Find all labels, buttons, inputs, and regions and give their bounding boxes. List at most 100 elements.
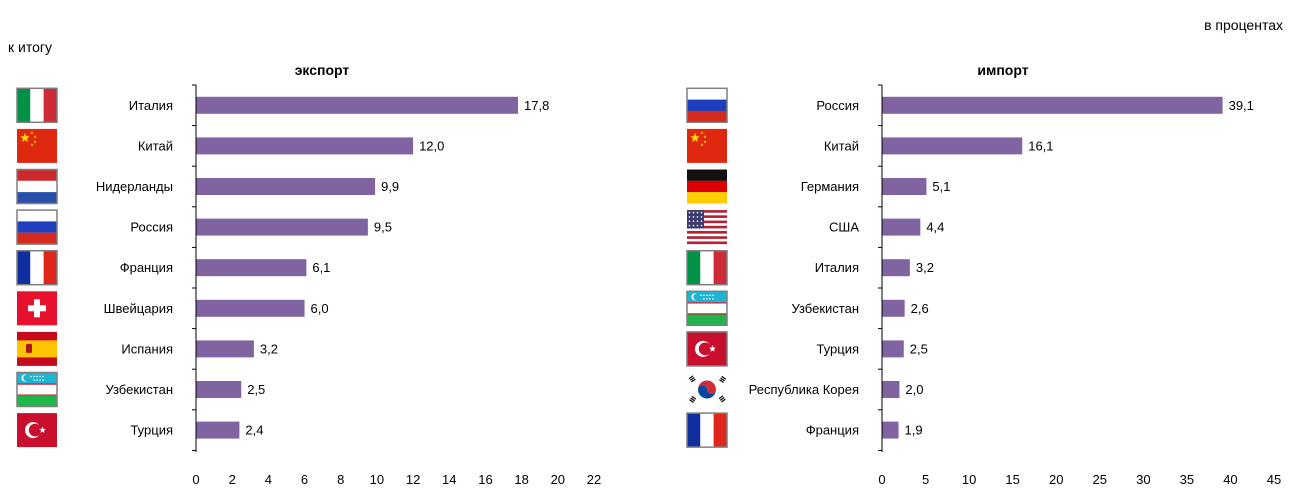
export-category-label: Китай (138, 138, 173, 153)
turkey-flag-icon (686, 331, 728, 367)
export-x-tick-label: 22 (587, 472, 601, 487)
turkey-flag-icon (17, 413, 57, 448)
import-value-label: 2,5 (910, 341, 928, 356)
import-value-label: 2,6 (911, 301, 929, 316)
export-bar (196, 137, 414, 155)
russia-flag-icon (686, 87, 728, 124)
netherlands-flag-icon (16, 168, 58, 205)
export-category-label: Нидерланды (96, 179, 173, 194)
import-category-label: Узбекистан (791, 301, 859, 316)
uzbekistan-flag-icon (16, 371, 58, 408)
export-value-label: 9,5 (374, 220, 392, 235)
import-category-label: Турция (816, 341, 859, 356)
import-x-tick-label: 20 (1049, 472, 1063, 487)
import-x-tick-label: 40 (1223, 472, 1237, 487)
export-bar (196, 299, 305, 317)
switzerland-flag-icon (17, 291, 57, 326)
import-value-label: 3,2 (916, 260, 934, 275)
export-category-label: Узбекистан (105, 382, 173, 397)
units-note: в процентах (1204, 17, 1283, 33)
import-category-label: Франция (806, 423, 859, 438)
export-x-tick-label: 8 (337, 472, 344, 487)
spain-flag-icon (17, 331, 57, 366)
china-flag-icon (17, 128, 57, 163)
import-bar (882, 137, 1023, 155)
export-bar (196, 259, 307, 277)
export-x-tick-label: 6 (301, 472, 308, 487)
export-x-tick-label: 16 (478, 472, 492, 487)
import-value-label: 2,0 (905, 382, 923, 397)
import-bar (882, 381, 900, 398)
import-x-tick-label: 45 (1267, 472, 1281, 487)
import-bar (882, 96, 1223, 114)
export-value-label: 2,4 (245, 423, 263, 438)
export-x-tick-label: 2 (229, 472, 236, 487)
export-value-label: 6,0 (311, 301, 329, 316)
export-bar (196, 340, 254, 358)
italy-flag-icon (686, 249, 728, 286)
export-category-label: Франция (120, 260, 173, 275)
import-x-tick-label: 5 (922, 472, 929, 487)
import-bar (882, 340, 904, 358)
france-flag-icon (686, 412, 728, 448)
export-bar (196, 421, 240, 439)
import-value-label: 16,1 (1028, 138, 1053, 153)
russia-flag-icon (16, 209, 58, 245)
share-note: к итогу (8, 39, 52, 55)
import-category-label: США (829, 220, 859, 235)
import-category-label: Россия (816, 98, 859, 113)
import-category-label: Китай (824, 138, 859, 153)
export-value-label: 17,8 (524, 98, 549, 113)
export-value-label: 3,2 (260, 341, 278, 356)
china-flag-icon (687, 128, 727, 163)
export-x-tick-label: 0 (192, 472, 199, 487)
uzbekistan-flag-icon (686, 290, 728, 327)
import-bar (882, 259, 910, 277)
export-value-label: 6,1 (312, 260, 330, 275)
export-category-label: Турция (130, 423, 173, 438)
export-category-label: Швейцария (104, 301, 173, 316)
export-x-tick-label: 10 (370, 472, 384, 487)
france-flag-icon (16, 249, 58, 286)
import-chart-title: импорт (977, 62, 1028, 78)
export-chart-title: экспорт (295, 62, 350, 78)
import-category-label: Республика Корея (749, 382, 859, 397)
import-x-tick-label: 25 (1093, 472, 1107, 487)
import-bar (882, 421, 899, 439)
export-x-tick-label: 14 (442, 472, 456, 487)
import-value-label: 1,9 (905, 423, 923, 438)
import-x-tick-label: 0 (878, 472, 885, 487)
export-value-label: 12,0 (419, 138, 444, 153)
export-bar (196, 218, 368, 236)
italy-flag-icon (16, 87, 58, 124)
export-value-label: 2,5 (247, 382, 265, 397)
export-bar (196, 381, 242, 398)
usa-flag-icon (687, 210, 727, 245)
import-x-tick-label: 15 (1005, 472, 1019, 487)
export-x-tick-label: 12 (406, 472, 420, 487)
import-value-label: 4,4 (926, 220, 944, 235)
korea-flag-icon (687, 372, 727, 407)
export-bar (196, 178, 376, 195)
germany-flag-icon (687, 169, 727, 204)
import-x-tick-label: 10 (962, 472, 976, 487)
export-category-label: Россия (130, 220, 173, 235)
import-x-tick-label: 35 (1180, 472, 1194, 487)
import-value-label: 5,1 (932, 179, 950, 194)
export-value-label: 9,9 (381, 179, 399, 194)
export-category-label: Испания (121, 341, 173, 356)
export-x-tick-label: 20 (551, 472, 565, 487)
import-category-label: Италия (815, 260, 859, 275)
export-x-tick-label: 18 (514, 472, 528, 487)
import-bar (882, 299, 905, 317)
import-category-label: Германия (801, 179, 859, 194)
export-bar (196, 96, 519, 114)
import-value-label: 39,1 (1229, 98, 1254, 113)
import-bar (882, 178, 927, 195)
export-x-tick-label: 4 (265, 472, 272, 487)
export-category-label: Италия (129, 98, 173, 113)
import-x-tick-label: 30 (1136, 472, 1150, 487)
import-bar (882, 218, 921, 236)
